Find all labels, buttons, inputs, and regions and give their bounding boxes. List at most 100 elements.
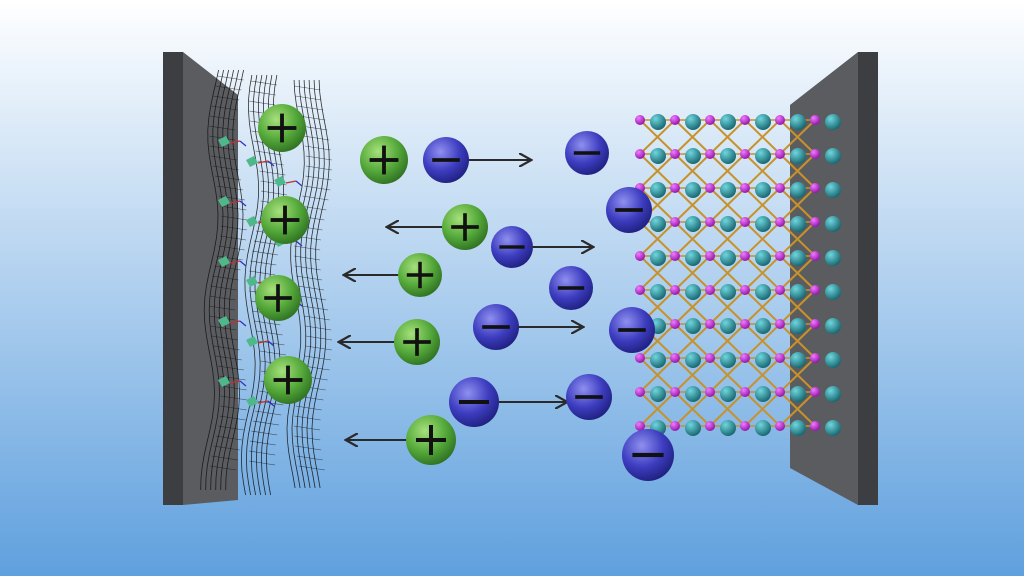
lattice-atom	[810, 115, 820, 125]
lattice-atom	[720, 148, 736, 164]
functional-group-mark	[246, 396, 258, 407]
lattice-atom	[720, 420, 736, 436]
lattice-atom	[755, 420, 771, 436]
lattice-atom	[685, 420, 701, 436]
lattice-atom	[825, 318, 841, 334]
lattice-atom	[740, 183, 750, 193]
lattice-atom	[775, 115, 785, 125]
lattice-atom	[635, 149, 645, 159]
lattice-atom	[810, 217, 820, 227]
lattice-atom	[825, 352, 841, 368]
lattice-atom	[825, 284, 841, 300]
lattice-atom	[740, 115, 750, 125]
lattice-atom	[635, 285, 645, 295]
lattice-bonds	[639, 119, 816, 427]
lattice-atom	[825, 114, 841, 130]
lattice-atom	[810, 149, 820, 159]
lattice-atom	[670, 217, 680, 227]
lattice-atom	[685, 182, 701, 198]
lattice-atom	[685, 318, 701, 334]
lattice-atom	[685, 114, 701, 130]
lattice-atom	[635, 421, 645, 431]
lattice-atom	[740, 217, 750, 227]
functional-group-mark	[218, 256, 230, 267]
functional-group-mark	[274, 176, 286, 187]
cation-ion	[264, 356, 312, 404]
lattice-atom	[670, 285, 680, 295]
lattice-atom	[790, 420, 806, 436]
lattice-atom	[720, 284, 736, 300]
lattice-atom	[810, 353, 820, 363]
cation-ion	[261, 196, 309, 244]
lattice-atom	[670, 387, 680, 397]
anion-ion	[566, 374, 612, 420]
lattice-atom	[685, 148, 701, 164]
lattice-atom	[705, 149, 715, 159]
lattice-atom	[685, 250, 701, 266]
lattice-atom	[775, 183, 785, 193]
anion-ion	[622, 429, 674, 481]
lattice-atom	[810, 387, 820, 397]
lattice-atom	[775, 149, 785, 159]
lattice-atom	[670, 115, 680, 125]
lattice-atom	[705, 251, 715, 261]
lattice-atom	[810, 251, 820, 261]
anion-ion	[565, 131, 609, 175]
lattice-atom	[670, 183, 680, 193]
lattice-atom	[635, 115, 645, 125]
lattice-atom	[740, 149, 750, 159]
lattice-atom	[755, 250, 771, 266]
lattice-atom	[670, 421, 680, 431]
cation-ion	[258, 104, 306, 152]
lattice-atom	[650, 352, 666, 368]
cation-ion	[406, 415, 456, 465]
lattice-atom	[775, 353, 785, 363]
lattice-atom	[705, 387, 715, 397]
lattice-atom	[670, 319, 680, 329]
functional-group-mark	[218, 316, 230, 327]
lattice-atom	[790, 148, 806, 164]
lattice-atom	[705, 353, 715, 363]
anion-ion	[606, 187, 652, 233]
lattice-atom	[825, 420, 841, 436]
lattice-atom	[790, 250, 806, 266]
anion-ion	[609, 307, 655, 353]
cation-ion	[398, 253, 442, 297]
cation-ion	[394, 319, 440, 365]
crystal-lattice	[635, 114, 841, 436]
lattice-atom	[720, 386, 736, 402]
lattice-atom	[755, 318, 771, 334]
lattice-atom	[825, 250, 841, 266]
lattice-atom	[685, 352, 701, 368]
lattice-atom	[790, 114, 806, 130]
lattice-atom	[670, 149, 680, 159]
lattice-atom	[790, 352, 806, 368]
lattice-atom	[790, 216, 806, 232]
anion-ion	[449, 377, 499, 427]
functional-group-mark	[246, 336, 258, 347]
lattice-atom	[790, 386, 806, 402]
left-electrode	[163, 52, 238, 505]
functional-group-mark	[218, 196, 230, 207]
lattice-atom	[825, 148, 841, 164]
lattice-atom	[740, 421, 750, 431]
carbon-sheets	[200, 69, 333, 496]
lattice-atom	[720, 114, 736, 130]
lattice-atom	[775, 217, 785, 227]
lattice-atom	[650, 386, 666, 402]
lattice-atom	[720, 216, 736, 232]
functional-group-mark	[218, 136, 230, 147]
lattice-atom	[810, 319, 820, 329]
lattice-atom	[775, 421, 785, 431]
lattice-atom	[790, 284, 806, 300]
anion-ion	[549, 266, 593, 310]
lattice-atom	[775, 251, 785, 261]
lattice-atom	[650, 250, 666, 266]
lattice-atom	[775, 387, 785, 397]
lattice-atom	[705, 115, 715, 125]
lattice-atom	[720, 352, 736, 368]
lattice-atom	[740, 387, 750, 397]
ions	[255, 104, 674, 481]
lattice-atom	[790, 182, 806, 198]
